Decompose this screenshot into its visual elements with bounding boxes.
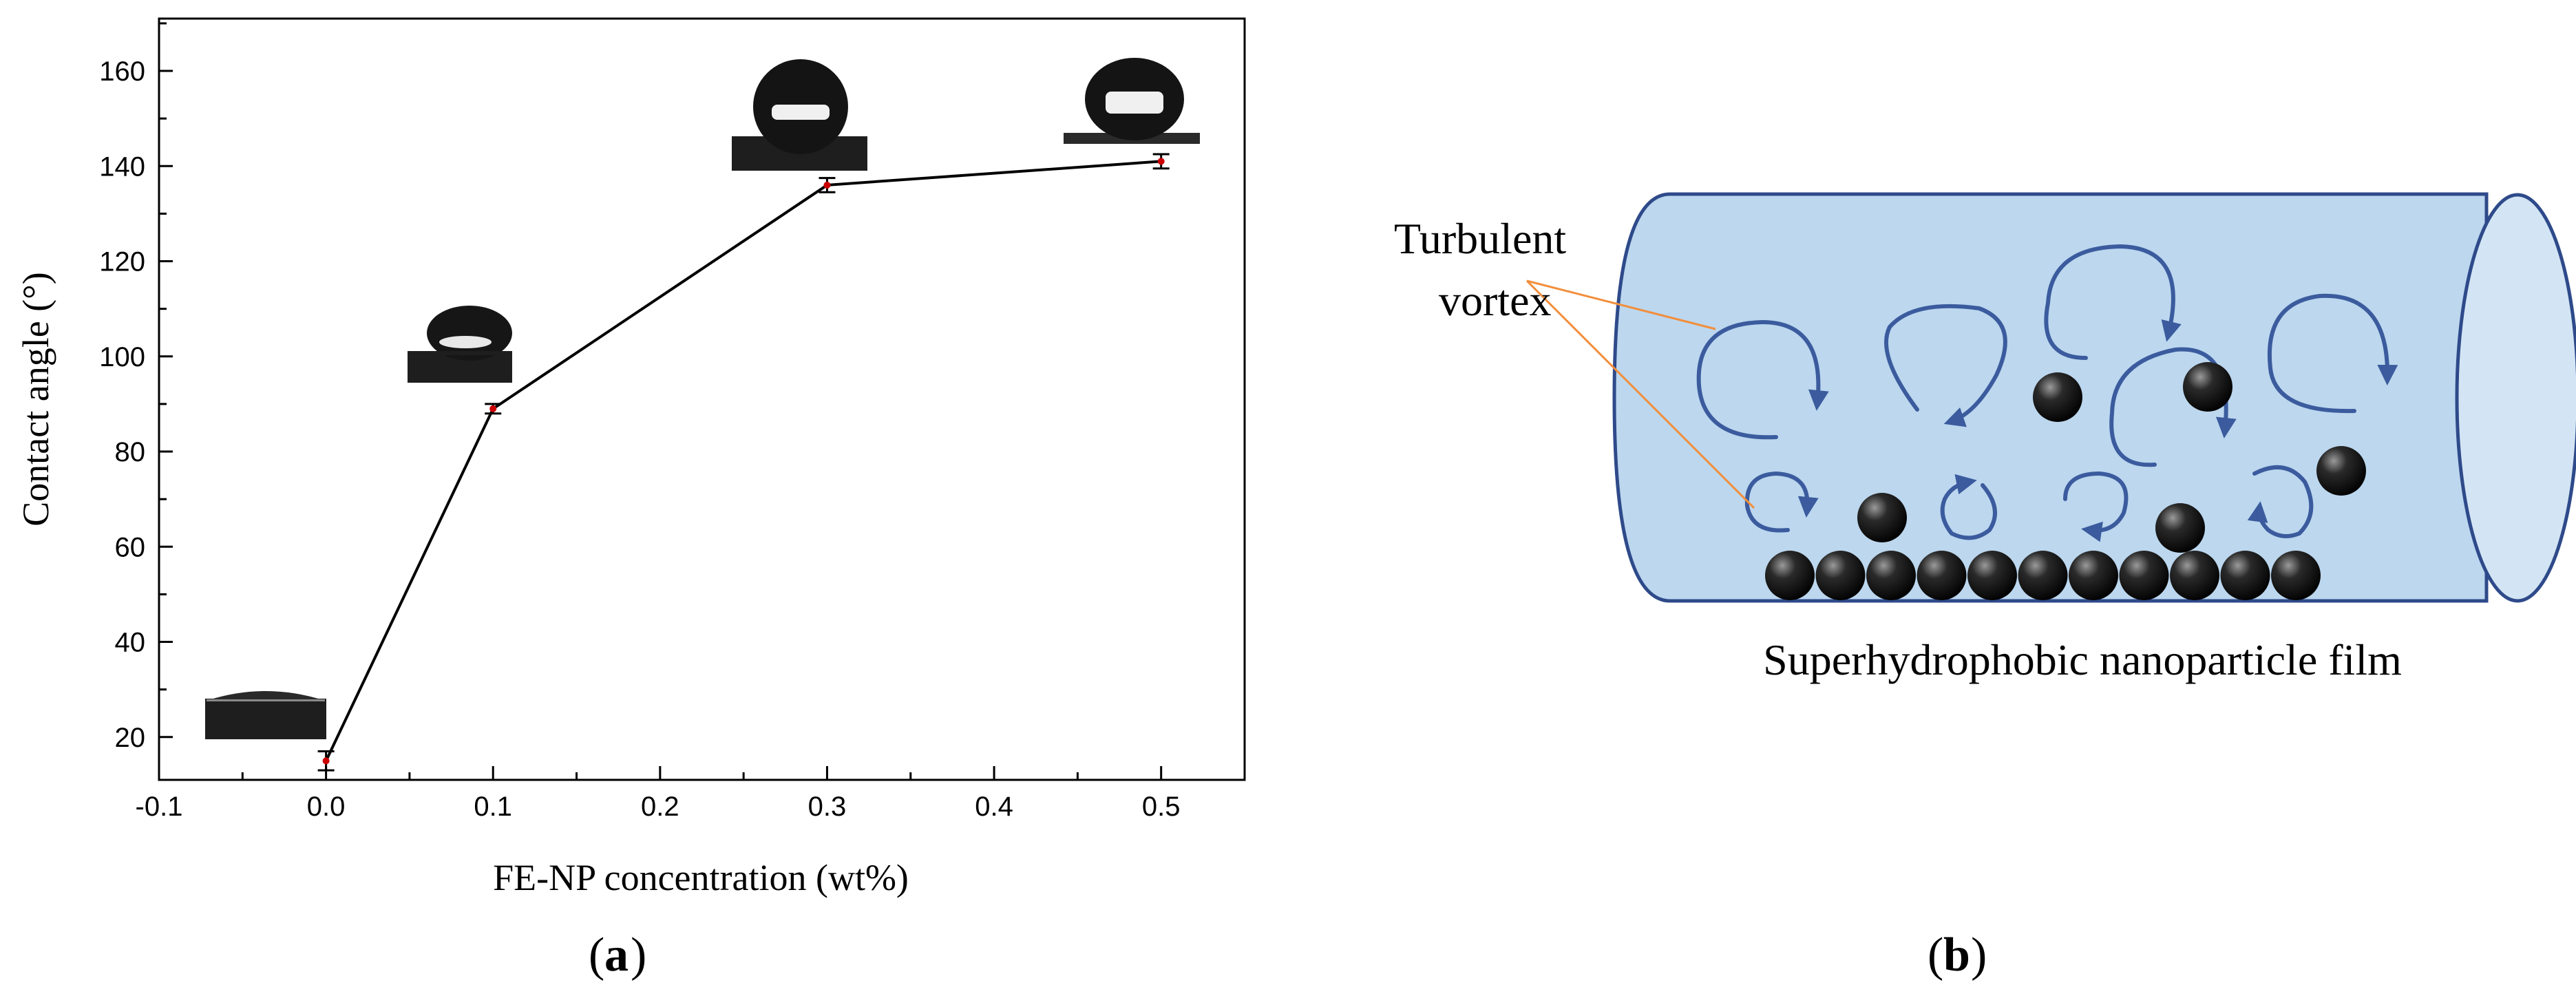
panel-b: Turbulent vortex Superhydrophobic nanopa… xyxy=(1394,192,2576,982)
x-tick-label: 0.0 xyxy=(307,792,346,822)
x-axis-label: FE-NP concentration (wt%) xyxy=(493,857,909,898)
panel-a: 20 40 60 80 100 120 140 160 -0.1 0.0 0.1 0.2 0.3 0.4… xyxy=(15,17,1246,982)
svg-text:(: ( xyxy=(1928,929,1943,982)
vortex-label-line-2: vortex xyxy=(1439,276,1552,325)
film-label: Superhydrophobic nanoparticle film xyxy=(1763,635,2402,684)
vortex-leader-lines xyxy=(1525,279,1755,509)
panel-b-caption-letter: b xyxy=(1943,929,1970,982)
y-tick-label: 60 xyxy=(115,532,146,562)
y-tick-label: 140 xyxy=(99,151,145,182)
x-tick-label: 0.1 xyxy=(474,792,512,822)
x-axis-ticks xyxy=(158,766,1163,780)
vortex-arrow xyxy=(1940,474,1997,540)
x-tick-label: 0.3 xyxy=(808,792,847,822)
nanoparticle xyxy=(1857,493,1907,542)
data-point xyxy=(489,405,497,412)
droplet-inset-0-1 xyxy=(408,306,512,383)
data-point xyxy=(823,181,831,189)
y-tick-label: 40 xyxy=(115,628,146,658)
droplet-inset-0-5 xyxy=(1064,58,1200,144)
y-tick-label: 20 xyxy=(115,723,146,753)
x-tick-label: 0.4 xyxy=(975,792,1013,822)
plot-frame xyxy=(158,17,1246,781)
data-point xyxy=(1157,158,1165,165)
film-nanoparticle xyxy=(1967,551,2017,600)
x-tick-label: 0.2 xyxy=(641,792,679,822)
y-tick-label: 160 xyxy=(99,56,145,87)
series-contact-angle xyxy=(317,153,1170,772)
vortex-arrow xyxy=(1884,304,2007,427)
nanoparticle xyxy=(2316,446,2366,496)
y-axis-label: Contact angle (°) xyxy=(15,272,56,526)
y-axis-ticks xyxy=(159,22,173,739)
svg-text:(: ( xyxy=(589,929,604,982)
film-nanoparticle xyxy=(2271,551,2321,600)
vortex-arrow xyxy=(2268,293,2398,414)
nanoparticle xyxy=(2033,372,2082,422)
x-tick-label: 0.5 xyxy=(1142,792,1181,822)
film-nanoparticle xyxy=(2220,551,2270,600)
nanoparticles xyxy=(1857,362,2366,553)
film-nanoparticle xyxy=(2119,551,2169,600)
droplet-inset-0 xyxy=(205,691,326,739)
vortex-arrow xyxy=(2247,465,2314,538)
y-axis-tick-labels: 20 40 60 80 100 120 140 160 xyxy=(99,56,145,753)
nanoparticle xyxy=(2183,362,2232,412)
droplet-inset-0-3 xyxy=(732,59,867,171)
film-nanoparticle xyxy=(1815,551,1866,600)
film-nanoparticle xyxy=(2069,551,2118,600)
film-nanoparticle xyxy=(2170,551,2219,600)
film-nanoparticle xyxy=(1917,551,1967,600)
film-nanoparticle xyxy=(1765,551,1815,600)
y-tick-label: 80 xyxy=(115,437,146,467)
nanoparticle-film xyxy=(1765,551,2321,600)
vortex-arrow xyxy=(2063,471,2129,542)
vortex-arrow xyxy=(2044,244,2182,360)
data-point xyxy=(322,757,330,765)
x-tick-label: -0.1 xyxy=(136,792,183,822)
series-line xyxy=(324,160,1161,762)
x-axis-tick-labels: -0.1 0.0 0.1 0.2 0.3 0.4 0.5 xyxy=(136,792,1181,822)
svg-text:): ) xyxy=(631,929,646,982)
vortex-arrow xyxy=(1696,319,1829,440)
vortex-label-line-1: Turbulent xyxy=(1394,214,1566,263)
film-nanoparticle xyxy=(1866,551,1916,600)
y-tick-label: 120 xyxy=(99,247,145,277)
svg-text:): ) xyxy=(1971,929,1987,982)
pipe-end xyxy=(2455,193,2576,603)
vortex-arrow xyxy=(1744,471,1819,533)
y-tick-label: 100 xyxy=(99,342,145,372)
panel-a-caption: ( a ) xyxy=(589,929,646,982)
nanoparticle xyxy=(2155,503,2205,553)
film-nanoparticle xyxy=(2018,551,2068,600)
panel-a-caption-letter: a xyxy=(604,929,629,982)
panel-b-caption: ( b ) xyxy=(1928,929,1987,982)
